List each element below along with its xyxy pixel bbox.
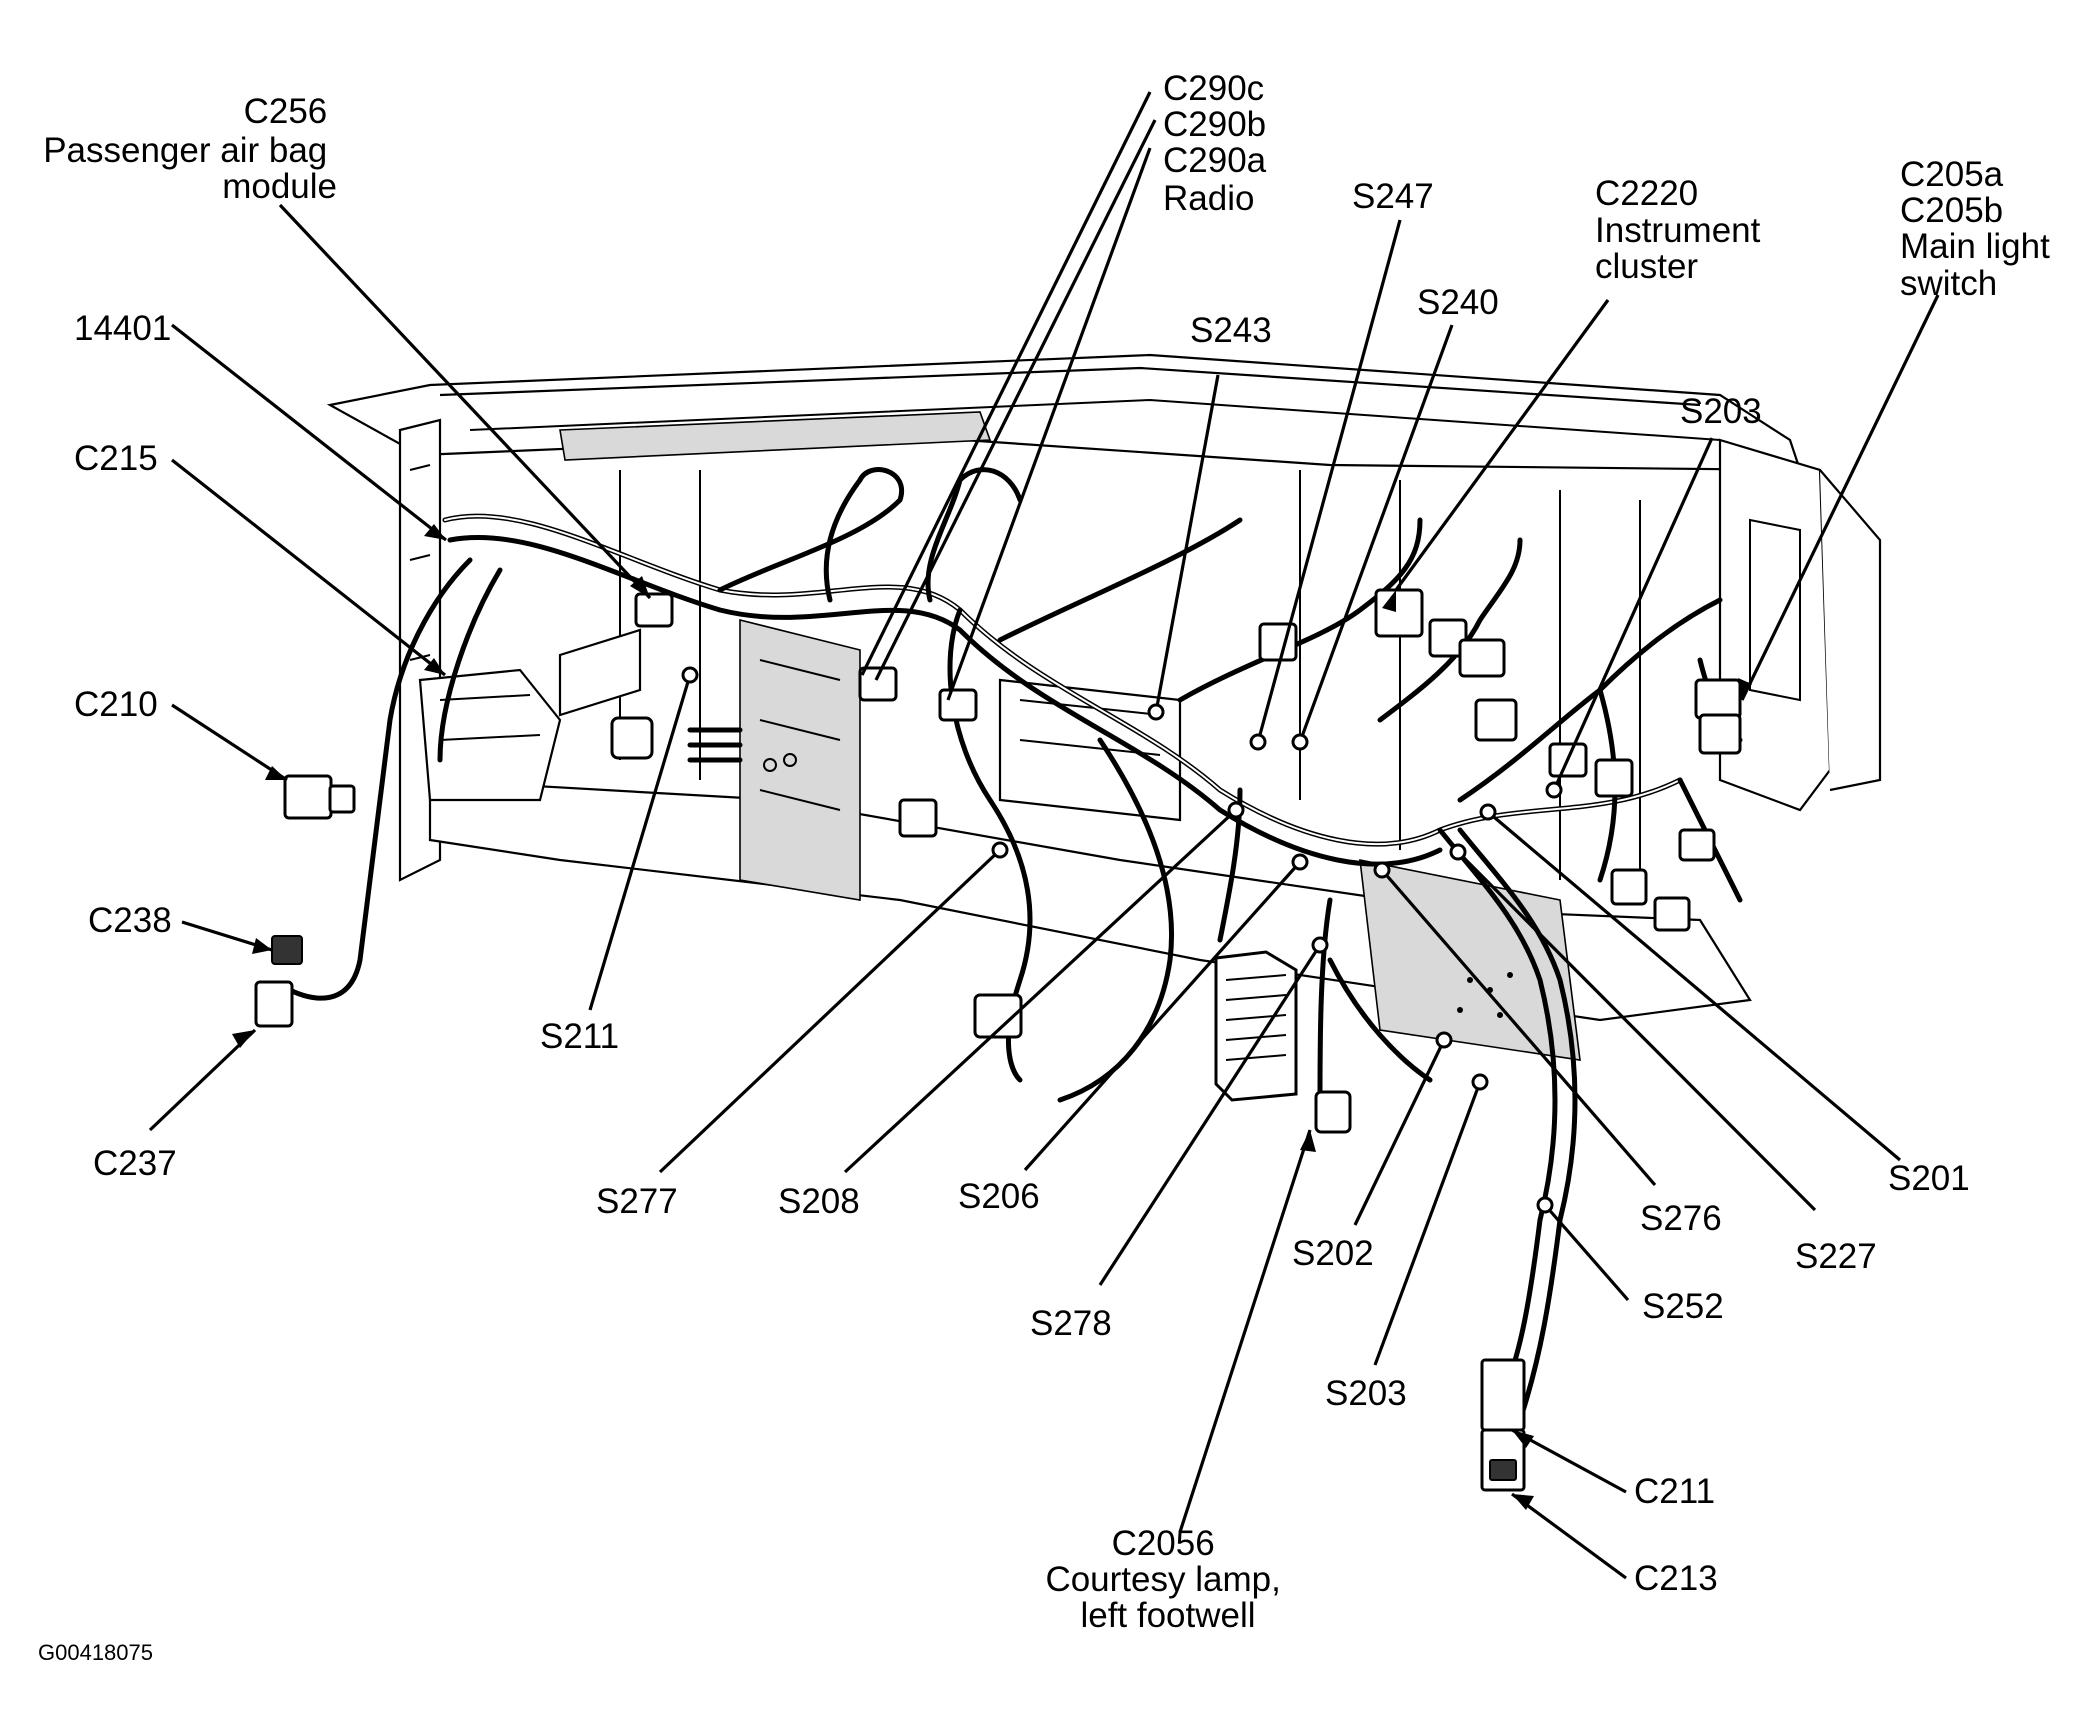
label-c237: C237 [93, 1144, 177, 1183]
leader-c213 [1511, 1492, 1627, 1580]
label-s243: S243 [1190, 311, 1272, 350]
label-c213: C213 [1634, 1559, 1718, 1598]
label-s202: S202 [1292, 1234, 1374, 1273]
label-c238: C238 [88, 901, 172, 940]
leader-s252 [1543, 1203, 1630, 1302]
label-c290a: C290a Radio [1163, 141, 1276, 218]
leader-c2056 [1178, 1129, 1312, 1533]
label-s203-bottom: S203 [1325, 1374, 1407, 1413]
label-s227: S227 [1795, 1237, 1877, 1276]
label-c290b: C290b [1163, 105, 1266, 144]
label-c2056: C2056 Courtesy lamp, left footwell [1045, 1524, 1290, 1635]
leader-s227 [1456, 850, 1817, 1212]
instrument-panel-illustration [326, 353, 1882, 1061]
label-s276: S276 [1640, 1199, 1722, 1238]
label-c2220: C2220 Instrument cluster [1595, 174, 1770, 286]
leader-c290c [860, 91, 1152, 676]
figure-id: G00418075 [38, 1640, 153, 1665]
label-s203-top: S203 [1680, 392, 1762, 431]
label-s201: S201 [1888, 1159, 1970, 1198]
leader-s206 [1023, 860, 1302, 1172]
label-s247: S247 [1352, 177, 1434, 216]
leader-s203-bottom [1373, 1081, 1482, 1366]
leader-s202 [1353, 1039, 1446, 1226]
splice-markers [681, 666, 1563, 1214]
leader-s240 [1298, 324, 1454, 743]
leader-c205 [1740, 294, 1940, 701]
leader-c290b [874, 119, 1157, 681]
leader-s208 [843, 808, 1238, 1174]
label-s240: S240 [1417, 283, 1499, 322]
label-c211: C211 [1634, 1472, 1715, 1511]
label-s208: S208 [778, 1182, 860, 1221]
label-s252: S252 [1642, 1287, 1724, 1326]
leader-c215 [171, 458, 446, 677]
leader-s243 [1154, 374, 1220, 713]
label-c290c: C290c [1163, 69, 1264, 108]
leader-s203-top [1552, 437, 1714, 791]
leader-14401 [171, 323, 447, 542]
leader-s201 [1486, 810, 1902, 1162]
main-harness [287, 467, 1743, 1423]
leader-c237 [148, 1028, 257, 1132]
label-c215: C215 [74, 439, 158, 478]
leader-lines [148, 91, 1940, 1580]
leader-c2220 [1394, 299, 1610, 591]
label-s211: S211 [540, 1017, 619, 1056]
label-c256: C256 Passenger air bag module [43, 92, 337, 206]
label-s206: S206 [958, 1177, 1040, 1216]
callout-labels: C256 Passenger air bag module C290c C290… [38, 69, 2060, 1665]
leader-c290a [946, 147, 1152, 701]
leader-s247 [1256, 219, 1402, 743]
label-s278: S278 [1030, 1304, 1112, 1343]
label-c205: C205a C205b Main light switch [1900, 155, 2060, 303]
arrowheads [232, 524, 1752, 1510]
leader-s211 [588, 674, 692, 1011]
leader-s276 [1380, 868, 1657, 1187]
label-14401: 14401 [74, 309, 171, 348]
leader-s278 [1098, 944, 1322, 1286]
leader-c256 [278, 203, 652, 600]
connectors [254, 588, 1742, 1492]
label-s277: S277 [596, 1182, 678, 1221]
leader-s277 [658, 848, 1002, 1174]
leader-c210 [171, 703, 288, 782]
label-c210: C210 [74, 685, 158, 724]
